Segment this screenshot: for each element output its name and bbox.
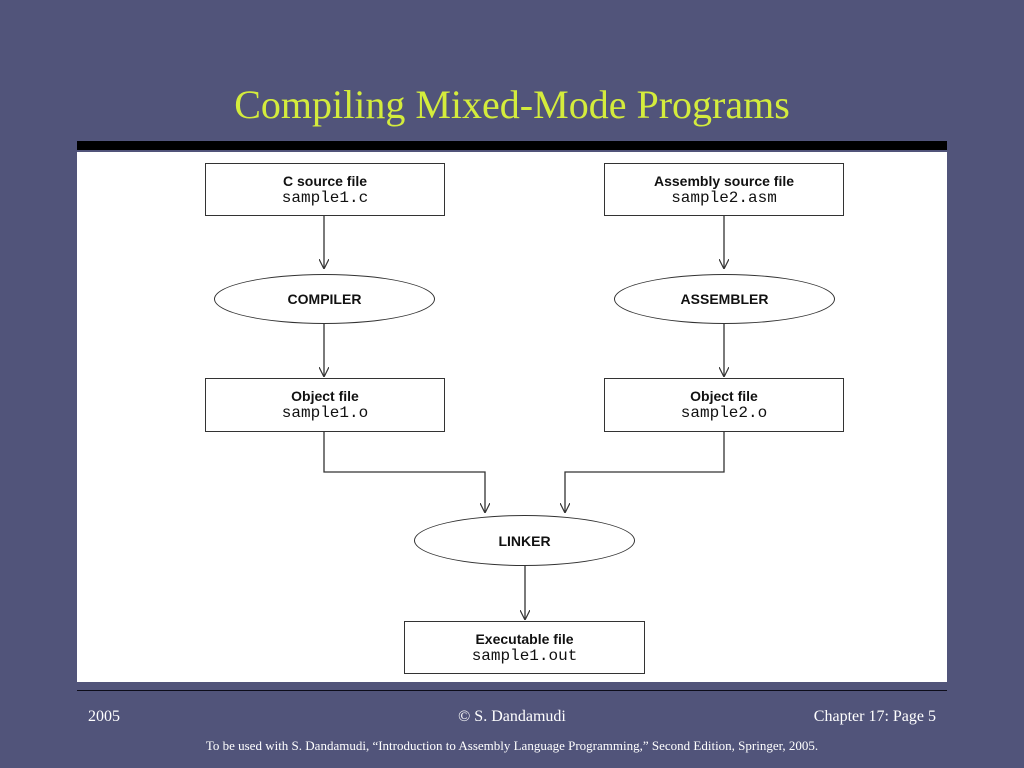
arrow-obj2-linker <box>565 432 725 512</box>
footer-divider <box>77 690 947 691</box>
object-file-1-label: Object file <box>291 388 359 404</box>
compiler-node: COMPILER <box>214 274 435 324</box>
c-source-filename: sample1.c <box>281 189 369 207</box>
asm-source-box: Assembly source file sample2.asm <box>604 163 844 216</box>
title-divider <box>77 141 947 150</box>
assembler-node: ASSEMBLER <box>614 274 835 324</box>
object-file-2-filename: sample2.o <box>680 404 768 422</box>
c-source-label: C source file <box>282 173 368 189</box>
footer-year: 2005 <box>88 708 120 725</box>
executable-file-box: Executable file sample1.out <box>404 621 645 674</box>
c-source-box: C source file sample1.c <box>205 163 445 216</box>
diagram-connectors <box>77 216 947 682</box>
arrow-obj1-linker <box>323 432 485 512</box>
linker-node: LINKER <box>414 515 635 566</box>
object-file-1-box: Object file sample1.o <box>205 378 445 432</box>
object-file-2-box: Object file sample2.o <box>604 378 844 432</box>
slide-title: Compiling Mixed-Mode Programs <box>234 82 790 127</box>
asm-source-filename: sample2.asm <box>671 189 777 207</box>
executable-file-label: Executable file <box>475 631 574 647</box>
footer-author: © S. Dandamudi <box>458 708 566 725</box>
asm-source-label: Assembly source file <box>653 173 795 189</box>
footer-page-number: Chapter 17: Page 5 <box>813 708 936 725</box>
object-file-1-filename: sample1.o <box>281 404 369 422</box>
executable-file-filename: sample1.out <box>471 647 578 665</box>
footer-usage-note: To be used with S. Dandamudi, “Introduct… <box>205 738 819 753</box>
object-file-2-label: Object file <box>690 388 758 404</box>
compilation-diagram: C source file sample1.c Assembly source … <box>77 152 947 682</box>
